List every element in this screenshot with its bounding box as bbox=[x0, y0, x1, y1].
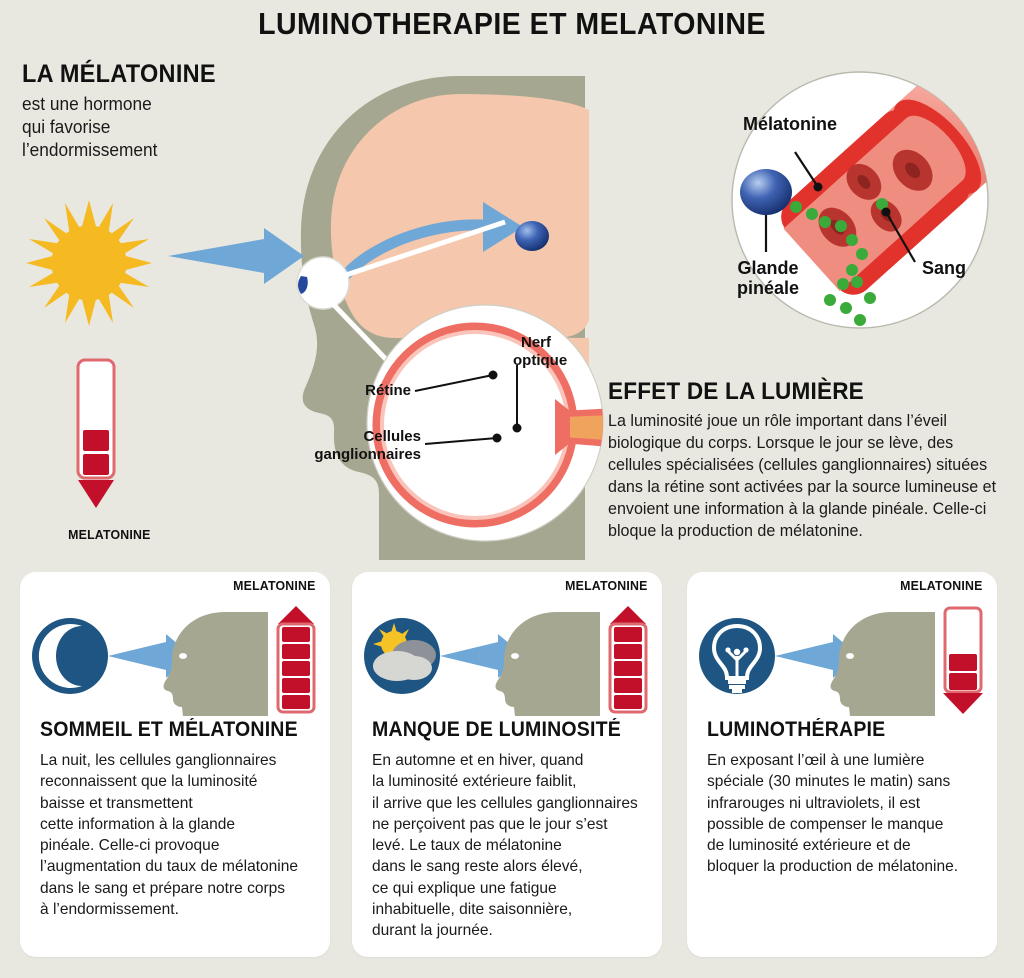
melatonin-gauge-card-0 bbox=[276, 606, 316, 714]
head-profile-icon bbox=[495, 612, 600, 716]
gauge-left-label: MELATONINE bbox=[68, 527, 151, 542]
label-glande-pineale-2: pinéale bbox=[737, 278, 799, 298]
pineal-gland bbox=[515, 221, 549, 251]
label-sang: Sang bbox=[922, 258, 966, 278]
light-arrow-icon bbox=[775, 634, 859, 678]
card-2-body: En exposant l’œil à une lumière spéciale… bbox=[707, 752, 959, 876]
melatonin-gauge-left: MELATONINE bbox=[66, 356, 153, 542]
blood-vessel-callout: Mélatonine Glande pinéale Sang bbox=[700, 71, 1020, 332]
label-nerf-optique-1: Nerf bbox=[521, 334, 552, 351]
eye-callout: Rétine Nerf optique Cellules ganglionnai… bbox=[314, 303, 605, 543]
card-1-body: En automne et en hiver, quand la luminos… bbox=[372, 752, 638, 940]
intro-heading: LA MÉLATONINE bbox=[22, 60, 216, 88]
intro-block: LA MÉLATONINE est une hormone qui favori… bbox=[22, 60, 292, 162]
intro-line-1: est une hormone bbox=[22, 94, 152, 114]
head-profile-icon bbox=[163, 612, 268, 716]
label-nerf-optique-2: optique bbox=[513, 352, 567, 369]
light-arrow-icon bbox=[108, 634, 192, 678]
light-effect-body: La luminosité joue un rôle important dan… bbox=[608, 412, 997, 540]
sun-behind-cloud-icon bbox=[364, 618, 440, 694]
card-2-gauge-label: MELATONINE bbox=[900, 578, 983, 593]
light-effect-heading: EFFET DE LA LUMIÈRE bbox=[608, 378, 864, 405]
head-profile-icon bbox=[830, 612, 935, 716]
pineal-gland-sphere bbox=[740, 169, 792, 215]
sunlight-arrow bbox=[168, 226, 308, 286]
card-0-gauge-label: MELATONINE bbox=[233, 578, 316, 593]
card-0-body: La nuit, les cellules ganglionnaires rec… bbox=[40, 752, 298, 918]
sun-icon bbox=[14, 188, 164, 338]
moon-icon bbox=[32, 618, 108, 694]
label-cellules-1: Cellules bbox=[363, 428, 421, 445]
intro-line-2: qui favorise bbox=[22, 117, 111, 138]
melatonin-gauge-card-2 bbox=[943, 606, 983, 714]
card-1-gauge-label: MELATONINE bbox=[565, 578, 648, 593]
melatonin-dots bbox=[790, 198, 888, 326]
eyeball bbox=[296, 256, 350, 310]
light-arrow-icon bbox=[440, 634, 524, 678]
brain-shape bbox=[330, 94, 589, 338]
card-2-icons bbox=[687, 598, 997, 716]
lightbulb-icon bbox=[699, 618, 775, 694]
intro-line-3: l’endormissement bbox=[22, 140, 158, 161]
label-glande-pineale-1: Glande bbox=[737, 258, 798, 278]
label-cellules-2: ganglionnaires bbox=[314, 446, 421, 463]
gauge-graphic bbox=[76, 358, 116, 508]
melatonin-gauge-card-1 bbox=[608, 606, 648, 714]
card-sommeil-et-melatonine[interactable]: MELATONINE bbox=[20, 572, 330, 957]
label-retine: Rétine bbox=[365, 382, 411, 399]
page-title: LUMINOTHERAPIE ET MELATONINE bbox=[258, 6, 766, 41]
card-manque-de-luminosite[interactable]: MELATONINE bbox=[352, 572, 662, 957]
light-effect-block: EFFET DE LA LUMIÈRE La luminosité joue u… bbox=[608, 378, 1013, 543]
label-melatonine: Mélatonine bbox=[743, 114, 837, 134]
brain-signal-arrow bbox=[337, 202, 523, 284]
cards-row: MELATONINE bbox=[0, 562, 1024, 962]
card-1-title: MANQUE DE LUMINOSITÉ bbox=[372, 718, 621, 741]
card-0-icons bbox=[20, 598, 330, 716]
card-0-title: SOMMEIL ET MÉLATONINE bbox=[40, 718, 298, 741]
card-1-icons bbox=[352, 598, 662, 716]
card-luminotherapie[interactable]: MELATONINE bbox=[687, 572, 997, 957]
card-2-title: LUMINOTHÉRAPIE bbox=[707, 718, 886, 741]
